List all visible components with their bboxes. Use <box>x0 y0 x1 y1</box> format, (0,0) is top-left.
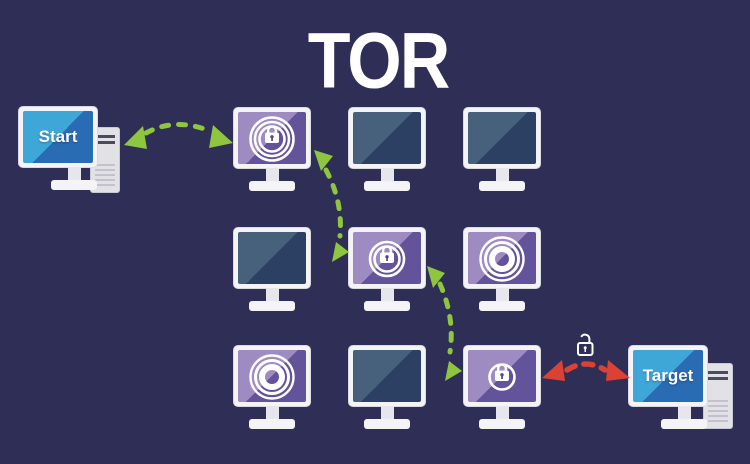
monitor-screen <box>353 350 421 402</box>
monitor-stand <box>495 168 509 181</box>
monitor-frame <box>348 227 426 289</box>
relay-node-r3c2 <box>348 345 426 429</box>
monitor-stand <box>495 288 509 301</box>
monitor-screen <box>353 232 421 284</box>
lock-with-1-ring-icon <box>488 363 516 391</box>
monitor-stand-base <box>479 181 525 191</box>
monitor-stand <box>265 168 279 181</box>
monitor-stand-base <box>479 419 525 429</box>
monitor-screen <box>468 350 536 402</box>
relay-node-r2c2 <box>348 227 426 311</box>
arrowhead <box>445 361 462 381</box>
page-title: TOR <box>307 17 451 105</box>
arrowhead <box>606 360 630 381</box>
monitor-frame <box>463 107 541 169</box>
relay-node-r3c1 <box>233 345 311 429</box>
concentric-circles-icon <box>479 236 525 282</box>
arrowhead <box>314 150 333 171</box>
monitor-stand-base <box>249 301 295 311</box>
monitor-frame <box>348 345 426 407</box>
monitor-stand-base <box>364 301 410 311</box>
target-pc-tower <box>703 363 733 429</box>
monitor-stand <box>495 406 509 419</box>
monitor-stand <box>380 168 394 181</box>
relay-node-r3c3 <box>463 345 541 429</box>
relay-node-r1c1 <box>233 107 311 191</box>
monitor-frame <box>233 345 311 407</box>
monitor-stand-base <box>249 181 295 191</box>
arrowhead <box>427 266 445 288</box>
relay-node-r1c3 <box>463 107 541 191</box>
monitor-stand <box>380 406 394 419</box>
unencrypted-route-arrow <box>542 360 630 381</box>
target-label: Target <box>642 366 694 385</box>
monitor-stand-base <box>479 301 525 311</box>
monitor-frame: Target <box>628 345 708 407</box>
monitor-screen <box>238 112 306 164</box>
start-computer: Start <box>18 106 130 193</box>
monitor-screen <box>353 112 421 164</box>
relay-node-r2c1 <box>233 227 311 311</box>
start-screen: Start <box>23 111 93 163</box>
monitor-stand <box>67 167 81 180</box>
monitor-frame <box>463 345 541 407</box>
monitor-stand <box>380 288 394 301</box>
monitor-stand-base <box>51 180 97 190</box>
monitor-frame <box>348 107 426 169</box>
monitor-stand <box>265 406 279 419</box>
monitor-frame: Start <box>18 106 98 168</box>
target-computer: Target <box>628 345 740 429</box>
concentric-circles-icon <box>249 354 295 400</box>
monitor-stand-base <box>661 419 707 429</box>
open-padlock-icon <box>577 333 594 356</box>
relay-node-r1c2 <box>348 107 426 191</box>
lock-with-3-rings-icon <box>249 116 295 162</box>
start-label: Start <box>38 127 78 146</box>
arrowhead <box>332 242 349 262</box>
target-screen: Target <box>633 350 703 402</box>
monitor-stand <box>677 406 691 419</box>
monitor-frame <box>233 107 311 169</box>
monitor-stand <box>265 288 279 301</box>
lock-with-2-rings-icon <box>368 240 406 278</box>
monitor-screen <box>468 112 536 164</box>
monitor-screen <box>238 350 306 402</box>
monitor-screen <box>238 232 306 284</box>
monitor-screen <box>468 232 536 284</box>
monitor-frame <box>463 227 541 289</box>
arrowhead <box>542 360 565 381</box>
monitor-stand-base <box>249 419 295 429</box>
arrowhead <box>209 125 233 148</box>
monitor-stand-base <box>364 181 410 191</box>
monitor-stand-base <box>364 419 410 429</box>
relay-node-r2c3 <box>463 227 541 311</box>
monitor-frame <box>233 227 311 289</box>
